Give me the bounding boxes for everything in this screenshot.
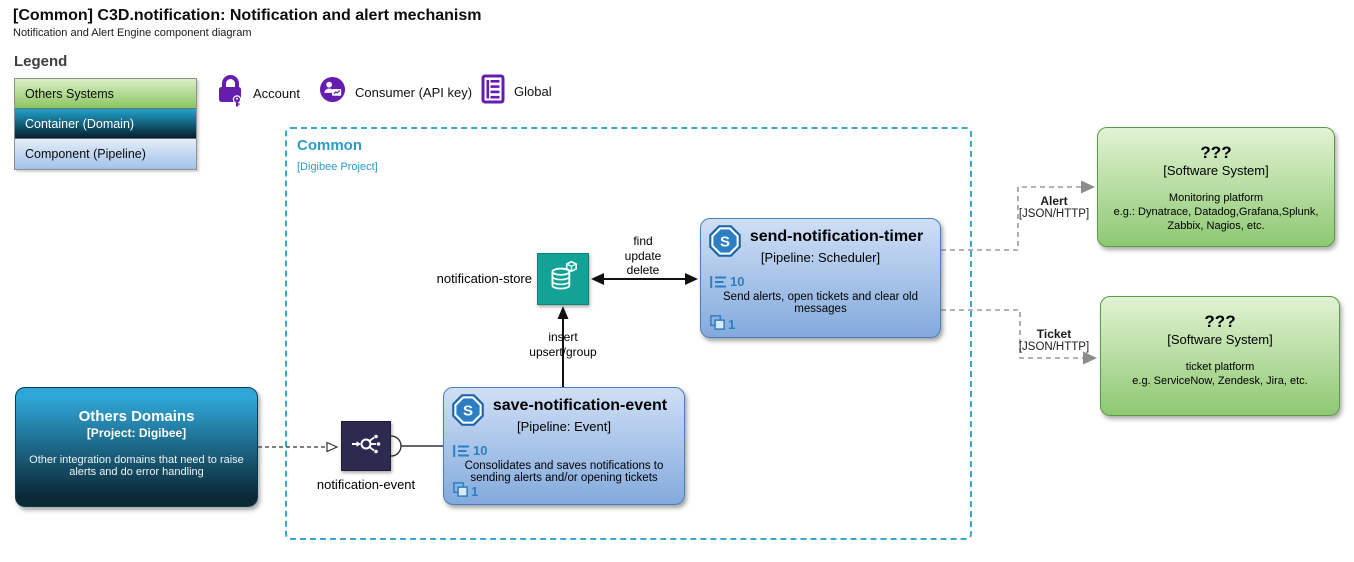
legend-consumer-label: Consumer (API key) [355, 84, 473, 100]
pipeline-badge-icon: S [451, 393, 485, 427]
page-title: [Common] C3D.notification: Notification … [13, 7, 482, 24]
notification-store-label: notification-store [436, 271, 532, 286]
global-list-icon [481, 74, 505, 109]
timer-title: send-notification-timer [749, 228, 924, 245]
legend-global-label: Global [514, 84, 552, 99]
legend-row-container-domain: Container (Domain) [15, 109, 196, 139]
svg-text:S: S [463, 403, 473, 420]
legend-row-others-systems: Others Systems [15, 79, 196, 109]
page-subtitle: Notification and Alert Engine component … [13, 27, 252, 39]
ticket-subtitle: [Software System] [1167, 332, 1273, 347]
node-notification-event [341, 421, 391, 471]
timer-instances: 1 [709, 314, 735, 334]
node-save-notification-event: S save-notification-event [Pipeline: Eve… [443, 387, 685, 505]
save-event-instances-count: 1 [471, 483, 479, 499]
save-event-subtitle: [Pipeline: Event] [517, 419, 611, 434]
ticket-description: ticket platform e.g. ServiceNow, Zendesk… [1132, 361, 1308, 387]
edge-label-store-operations: find update delete [624, 234, 662, 277]
node-others-domains: Others Domains [Project: Digibee] Other … [15, 387, 258, 507]
ticket-edge-tech: [JSON/HTTP] [1018, 341, 1090, 353]
queue-icon [709, 274, 727, 293]
queue-icon [452, 443, 470, 462]
edge-label-alert: Alert [JSON/HTTP] [1010, 194, 1098, 220]
account-lock-icon [217, 74, 244, 112]
node-send-notification-timer: S send-notification-timer [Pipeline: Sch… [700, 218, 941, 338]
others-domains-title: Others Domains [78, 408, 195, 425]
timer-queue-count: 10 [730, 274, 745, 289]
monitoring-description: Monitoring platform e.g.: Dynatrace, Dat… [1113, 192, 1319, 232]
timer-instances-count: 1 [728, 316, 736, 332]
edge-label-save-operations: insert upsert/group [529, 330, 597, 359]
legend-color-key: Others Systems Container (Domain) Compon… [14, 78, 197, 170]
save-event-title: save-notification-event [492, 397, 668, 414]
monitoring-subtitle: [Software System] [1163, 163, 1269, 178]
common-container-subtitle: [Digibee Project] [297, 161, 378, 173]
timer-subtitle: [Pipeline: Scheduler] [760, 250, 881, 265]
alert-edge-name: Alert [1040, 194, 1068, 208]
save-event-instances: 1 [452, 481, 478, 501]
timer-description: Send alerts, open tickets and clear old … [723, 291, 918, 315]
edge-label-ticket: Ticket [JSON/HTTP] [1010, 327, 1098, 353]
timer-queue: 10 [709, 274, 744, 293]
database-store-icon [544, 258, 582, 301]
legend-heading: Legend [14, 53, 68, 70]
legend-account-label: Account [253, 85, 300, 101]
notification-event-label: notification-event [316, 477, 416, 492]
legend-row-component-pipeline: Component (Pipeline) [15, 139, 196, 169]
monitoring-title: ??? [1200, 143, 1232, 162]
consumer-icon [319, 76, 346, 108]
svg-text:S: S [720, 234, 730, 251]
node-notification-store [537, 253, 589, 305]
others-domains-description: Other integration domains that need to r… [29, 454, 244, 478]
others-domains-subtitle: [Project: Digibee] [86, 426, 187, 440]
save-event-queue: 10 [452, 443, 487, 462]
node-ticket-platform: ??? [Software System] ticket platform e.… [1100, 296, 1340, 416]
alert-edge-tech: [JSON/HTTP] [1018, 208, 1090, 220]
save-event-queue-count: 10 [473, 443, 488, 458]
node-monitoring-platform: ??? [Software System] Monitoring platfor… [1097, 127, 1335, 247]
ticket-edge-name: Ticket [1036, 327, 1072, 341]
legend-item-consumer: Consumer (API key) [319, 76, 472, 108]
event-trigger-icon [348, 426, 384, 467]
legend-item-account: Account [217, 74, 300, 112]
copies-icon [709, 314, 726, 334]
pipeline-badge-icon: S [708, 224, 742, 258]
ticket-title: ??? [1204, 312, 1236, 331]
legend-item-global: Global [481, 74, 552, 109]
save-event-description: Consolidates and saves notifications to … [464, 460, 664, 484]
common-container-title: Common [297, 137, 362, 154]
copies-icon [452, 481, 469, 501]
